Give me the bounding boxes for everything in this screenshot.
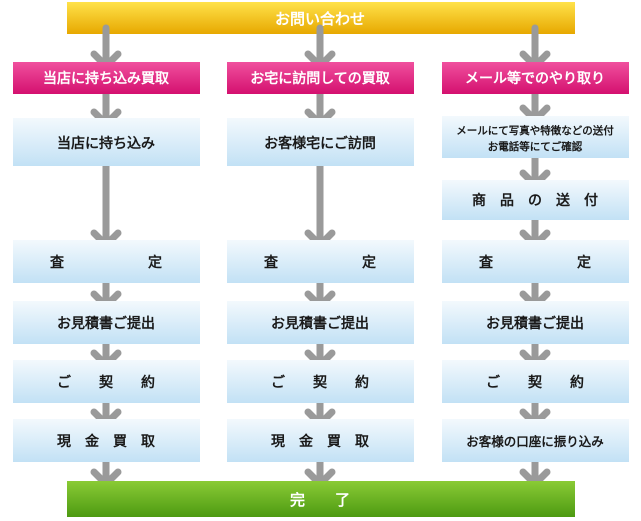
- route-label-2: お宅に訪問しての買取: [250, 70, 391, 87]
- column-2: お宅に訪問しての買取 お客様宅にご訪問 査 定 お見積書ご提出 ご 契 約 現 …: [227, 62, 414, 462]
- step-label-3-2: 商 品 の 送 付: [472, 192, 598, 209]
- step-box-1-3: [13, 301, 200, 344]
- step-label-1-1: 当店に持ち込み: [57, 135, 155, 152]
- step-label-2-3: お見積書ご提出: [271, 315, 369, 332]
- step-box-3-6: [442, 419, 629, 462]
- column-1: 当店に持ち込み買取 当店に持ち込み 査 定 お見積書ご提出 ご 契 約 現 金 …: [13, 62, 200, 462]
- step-box-2-5: [227, 419, 414, 462]
- down-arrow-icon: [90, 156, 122, 249]
- step-label-3-5: ご 契 約: [486, 374, 584, 391]
- step-box-2-2: [227, 240, 414, 283]
- route-bar-1: [13, 62, 200, 94]
- step-label-2-4: ご 契 約: [271, 374, 369, 391]
- step-label-3-1a: メールにて写真や特徴などの送付: [456, 124, 614, 137]
- step-label-2-2: 査 定: [264, 254, 376, 271]
- route-bar-3: [442, 62, 629, 94]
- down-arrow-icon: [304, 156, 336, 249]
- top-bar-label: お問い合わせ: [275, 10, 365, 28]
- step-box-2-3: [227, 301, 414, 344]
- column-3: メール等でのやり取り メールにて写真や特徴などの送付 お電話等にてご確認 商 品…: [442, 62, 629, 462]
- bottom-bar: [67, 481, 575, 517]
- step-label-3-4: お見積書ご提出: [486, 315, 584, 332]
- step-label-1-3: お見積書ご提出: [57, 315, 155, 332]
- step-box-2-4: [227, 360, 414, 403]
- step-box-2-1: [227, 118, 414, 166]
- step-box-3-2: [442, 180, 629, 220]
- step-label-3-3: 査 定: [479, 254, 591, 271]
- step-label-2-1: お客様宅にご訪問: [264, 135, 376, 152]
- route-bar-2: [227, 62, 414, 94]
- step-label-3-1b: お電話等にてご確認: [488, 140, 583, 153]
- step-box-1-2: [13, 240, 200, 283]
- step-label-1-4: ご 契 約: [57, 374, 155, 391]
- step-label-2-5: 現 金 買 取: [271, 433, 370, 450]
- down-arrow-icon: [519, 86, 551, 124]
- step-box-1-5: [13, 419, 200, 462]
- step-box-3-1: [442, 116, 629, 158]
- bottom-bar-label: 完 了: [290, 491, 350, 509]
- step-box-1-1: [13, 118, 200, 166]
- route-label-1: 当店に持ち込み買取: [43, 70, 170, 87]
- step-label-1-2: 査 定: [50, 254, 162, 271]
- step-label-3-6: お客様の口座に振り込み: [466, 434, 604, 449]
- step-box-3-5: [442, 360, 629, 403]
- step-box-1-4: [13, 360, 200, 403]
- step-box-3-3: [442, 240, 629, 283]
- step-box-3-4: [442, 301, 629, 344]
- step-label-1-5: 現 金 買 取: [57, 433, 156, 450]
- route-label-3: メール等でのやり取り: [465, 70, 605, 87]
